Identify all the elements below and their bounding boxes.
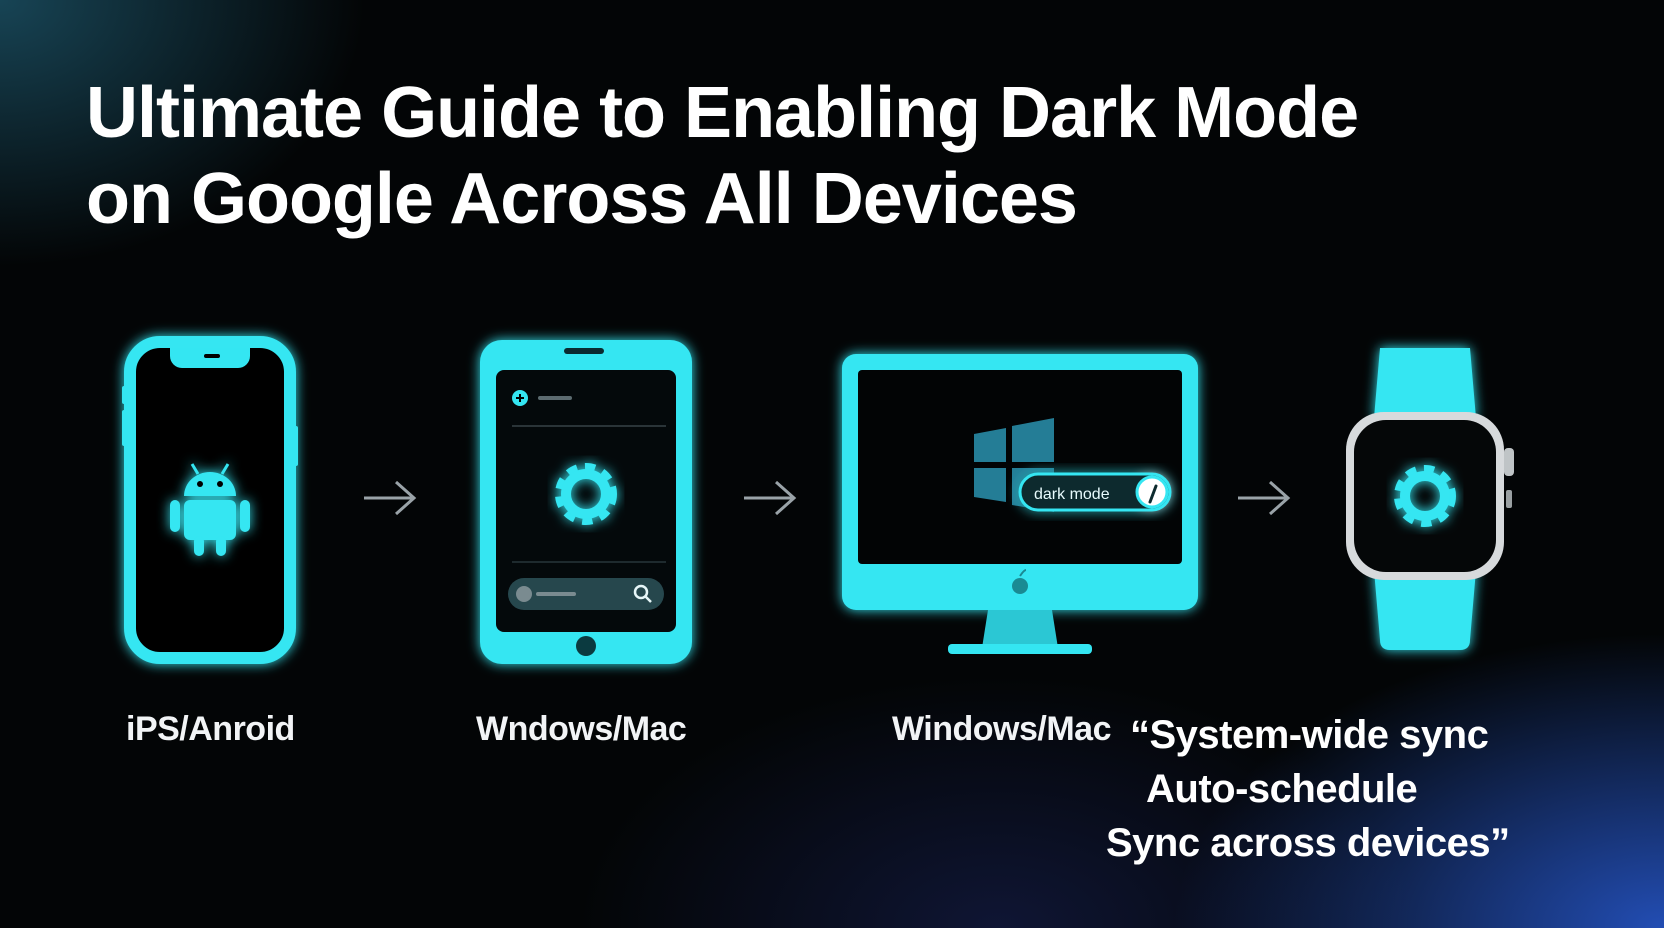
arrow-right-icon — [362, 478, 418, 523]
page-title: Ultimate Guide to Enabling Dark Mode on … — [86, 70, 1486, 242]
feature-line-2: Auto-schedule — [1146, 767, 1418, 811]
tablet-label: Wndows/Mac — [476, 710, 687, 748]
title-line-1: Ultimate Guide to Enabling Dark Mode — [86, 73, 1359, 153]
feature-line-1: “System-wide sync — [1130, 713, 1489, 757]
dark-mode-toggle[interactable] — [1018, 472, 1172, 512]
apple-logo-icon — [1012, 569, 1028, 594]
dark-mode-toggle-label: dark mode — [1034, 486, 1110, 503]
desktop-label: Windows/Mac — [892, 710, 1112, 748]
gear-icon — [555, 463, 617, 525]
feature-list: “System-wide sync Auto-schedule Sync acr… — [1106, 708, 1650, 870]
phone-label: iPS/Anroid — [126, 710, 295, 748]
title-line-2: on Google Across All Devices — [86, 159, 1078, 239]
arrow-right-icon — [742, 478, 798, 523]
phone-device — [122, 336, 304, 666]
watch-device — [1340, 344, 1520, 654]
search-icon — [633, 584, 652, 603]
tablet-device — [476, 336, 696, 668]
feature-line-3: Sync across devices” — [1106, 821, 1510, 865]
arrow-right-icon — [1236, 478, 1292, 523]
gear-icon — [1394, 465, 1456, 527]
android-icon — [170, 463, 250, 556]
desktop-device: dark mode — [838, 350, 1202, 656]
